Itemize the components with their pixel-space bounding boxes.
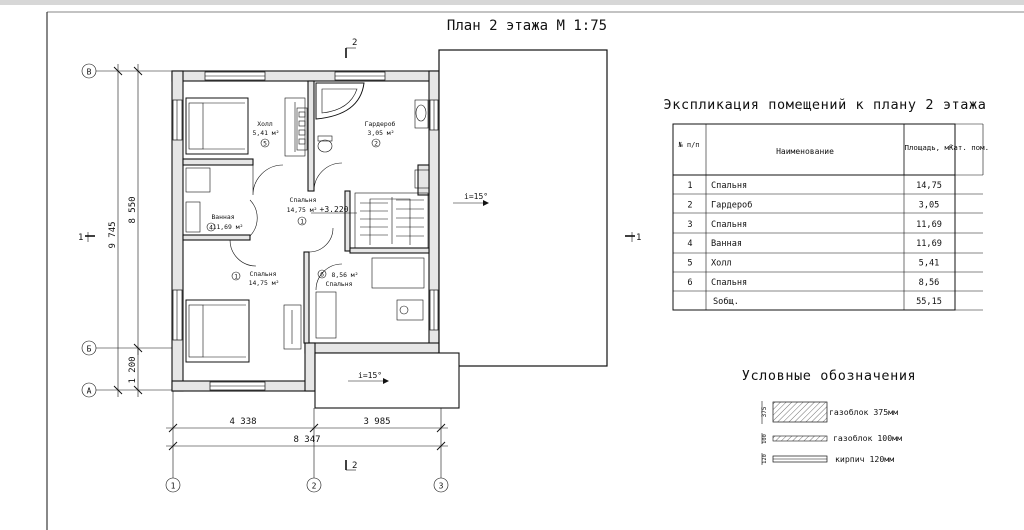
room-5-area: 14,75 м² [287,206,318,214]
table-row: 2 Гардероб 3,05 [687,199,939,210]
row-name: Ванная [711,239,742,249]
row-name: Спальня [711,278,747,288]
room-4-area: 3,05 м² [368,129,395,137]
legend-dim-2: 100 [762,434,768,444]
legend-dim-3: 120 [762,454,768,464]
total-label: Sобщ. [713,296,739,307]
dim-total-vertical: 9 745 [108,221,118,248]
legend-label-2: газоблок 100мм [833,433,902,443]
dimensions-horizontal: 4 338 3 985 8 347 [166,417,448,451]
explication-table [672,123,984,311]
header-cat: Кат. пом. [949,143,989,152]
axis-col-2: 2 [312,482,317,491]
room-5-name: Спальня [290,196,317,204]
table-row: 4 Ванная 11,69 [687,239,942,249]
roof-slope-bottom: i=15° [358,371,382,380]
header-name: Наименование [776,147,834,156]
room-3-area: 5,41 м² [253,129,280,137]
section-mark-top: 2 [352,38,357,48]
legend: 375 газоблок 375мм 100 газоблок 100мм 12… [761,401,902,465]
staircase [354,192,429,249]
row-name: Спальня [711,181,747,191]
row-num: 2 [687,200,692,210]
section-marks: 2 2 1 1 [78,38,641,471]
axis-row-b: Б [87,345,92,354]
furniture [185,82,430,363]
grid-axes: В Б А 1 2 3 [81,63,449,493]
row-num: 3 [687,220,692,230]
top-strip [0,0,1024,5]
row-area: 11,69 [916,239,942,249]
dim-left-horizontal: 4 338 [229,417,256,427]
room-5-num: 1 [300,218,304,226]
row-name: Гардероб [711,199,752,210]
table-row: 1 Спальня 14,75 [687,181,942,191]
dim-total-horizontal: 8 347 [293,435,320,445]
room-2-num: 4 [209,224,213,232]
axis-col-3: 3 [439,482,444,491]
room-4-name: Гардероб [365,120,396,128]
table-row: 3 Спальня 11,69 [687,220,942,230]
legend-dim-1: 375 [761,406,768,417]
header-area: Площадь, м² [905,143,954,152]
room-1-num-label: 1 [234,273,238,281]
dimensions-vertical: 9 745 8 550 1 200 [108,64,143,397]
room-labels: Холл 5,41 м² 5 Гардероб 3,05 м² 2 Спальн… [206,120,396,288]
row-area: 11,69 [916,220,942,230]
room-3-num: 5 [263,140,267,148]
row-area: 8,56 [919,278,940,288]
dim-lower-vertical: 1 200 [128,356,138,383]
table-row: 6 Спальня 8,56 [687,278,939,288]
section-mark-right: 1 [636,233,641,243]
room-2-name: Ванная [211,213,234,221]
explication-title: Экспликация помещений к плану 2 этажа [664,97,987,113]
plan-title: План 2 этажа М 1:75 [447,18,607,34]
legend-swatch-gasblock-100 [772,435,828,442]
room-6-name: Спальня [326,280,353,288]
floor-level-mark: +3.220 [320,205,349,214]
dim-right-horizontal: 3 985 [363,417,390,427]
header-num: № п/п [677,141,699,149]
explication-table-text: № п/п Наименование Площадь, м² Кат. пом. [677,141,989,156]
roof-bottom: i=15° [314,352,460,409]
room-2-area: 11,69 м² [213,223,244,231]
row-num: 1 [687,181,692,191]
axis-row-a: А [87,387,92,396]
windows [172,71,439,391]
section-mark-left: 1 [78,233,83,243]
row-num: 4 [687,239,692,249]
room-1-name: Спальня [250,270,277,278]
row-name: Холл [711,259,732,269]
dim-upper-vertical: 8 550 [128,196,138,223]
room-6-num: 6 [320,271,324,279]
section-mark-bottom: 2 [352,461,357,471]
axis-col-1: 1 [171,482,176,491]
axis-row-v: В [87,68,92,77]
legend-title: Условные обозначения [742,368,917,384]
room-6-area: 8,56 м² [332,271,359,279]
room-1-area: 14,75 м² [249,279,280,287]
legend-label-1: газоблок 375мм [829,407,898,417]
row-num: 5 [687,259,692,269]
total-area: 55,15 [916,297,942,307]
room-3-name: Холл [257,120,273,128]
row-area: 3,05 [919,200,940,210]
legend-label-3: кирпич 120мм [835,454,894,464]
room-4-num: 2 [374,140,378,148]
row-name: Спальня [711,220,747,230]
legend-swatch-gasblock-375 [772,401,828,423]
roof-slope-right: i=15° [464,192,488,201]
row-area: 14,75 [916,181,942,191]
door-swings [229,162,343,291]
row-area: 5,41 [919,259,940,269]
row-num: 6 [687,278,692,288]
explication-total: Sобщ. 55,15 [713,296,942,307]
roof-right: i=15° [438,49,608,367]
table-row: 5 Холл 5,41 [687,259,939,269]
